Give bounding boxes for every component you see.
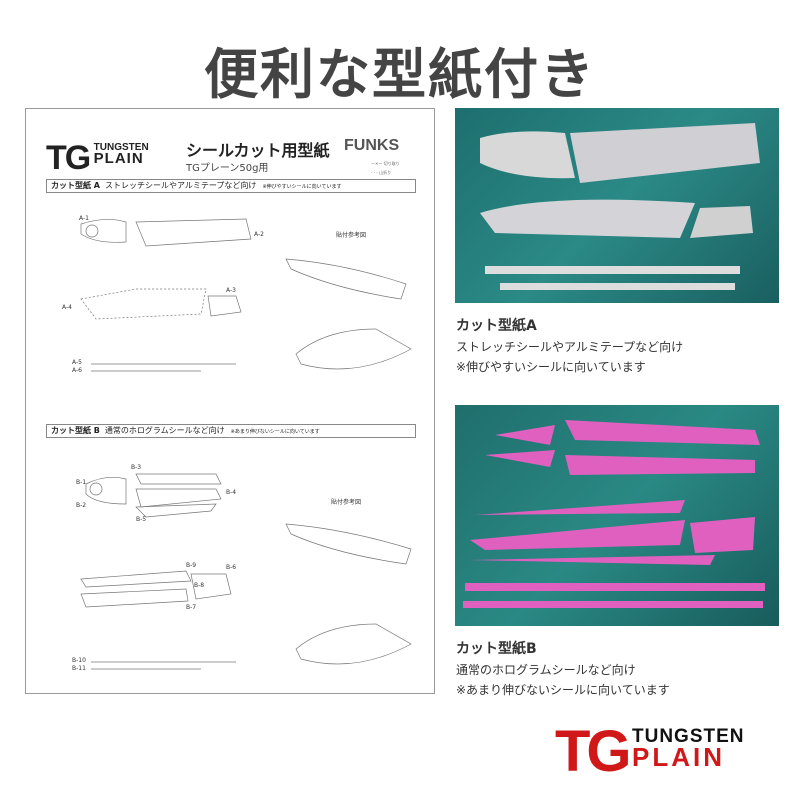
section-a-header: カット型紙 A ストレッチシールやアルミテープなど向け ※伸びやすいシールに向いてい…	[46, 179, 416, 193]
part-b4: B-4	[226, 489, 236, 496]
logo-line2: PLAIN	[93, 150, 144, 167]
footer-logo-line2: PLAIN	[632, 742, 725, 772]
page-title: 便利な型紙付き	[204, 43, 596, 106]
section-b-label: カット型紙 B	[51, 426, 100, 435]
part-b2: B-2	[76, 502, 86, 509]
section-b-note: ※あまり伸びないシールに向いています	[230, 429, 320, 435]
holographic-stickers-a	[480, 123, 760, 290]
part-b7: B-7	[186, 604, 196, 611]
caption-b-line2: ※あまり伸びないシールに向いています	[456, 683, 670, 697]
line-legend: —✕— 切り取り - - - 山折り	[371, 161, 400, 175]
footer-logo-tg: TG	[555, 719, 632, 784]
part-b11: B-11	[72, 665, 86, 672]
template-b-drawing: B-1 B-2 B-3 B-4 B-5 B-6 B-7 B-8 B-9 B-10…	[72, 464, 412, 672]
caption-b-line1: 通常のホログラムシールなど向け	[456, 663, 636, 677]
section-a-note: ※伸びやすいシールに向いています	[262, 184, 342, 190]
legend-fold: 山折り	[379, 170, 392, 175]
legend-cut: 切り取り	[383, 161, 400, 166]
section-b-header: カット型紙 B 通常のホログラムシールなど向け ※あまり伸びないシールに向いています	[46, 424, 416, 438]
ref-b: 貼付参考図	[331, 498, 361, 506]
part-b5: B-5	[136, 516, 146, 523]
holographic-stickers-b	[463, 420, 765, 608]
footer-logo-line1: TUNGSTEN	[632, 726, 745, 747]
funks-logo: FUNKS	[344, 137, 400, 154]
section-a-label: カット型紙 A	[51, 181, 100, 190]
photo-cut-sheet-b	[455, 405, 779, 626]
photo-cut-sheet-a	[455, 108, 779, 303]
part-a6: A-6	[72, 367, 82, 374]
sheet-title: シールカット用型紙	[186, 141, 330, 160]
section-b-desc: 通常のホログラムシールなど向け	[104, 426, 225, 435]
part-a4: A-4	[62, 304, 72, 311]
part-a2: A-2	[254, 231, 264, 238]
part-b10: B-10	[72, 657, 86, 664]
part-b1: B-1	[76, 479, 86, 486]
part-b3: B-3	[131, 464, 141, 471]
logo-line1: TUNGSTEN	[93, 142, 149, 153]
caption-a-line1: ストレッチシールやアルミテープなど向け	[456, 340, 684, 354]
ref-a: 貼付参考図	[336, 231, 366, 239]
part-a3: A-3	[226, 287, 236, 294]
template-a-drawing: A-1 A-2 A-3 A-4 A-5 A-6 貼付参考図	[62, 215, 412, 374]
logo-tg: TG	[46, 139, 91, 177]
section-a-desc: ストレッチシールやアルミテープなど向け	[104, 181, 257, 190]
part-b6: B-6	[226, 564, 236, 571]
caption-a-heading: カット型紙A	[456, 318, 537, 334]
part-a5: A-5	[72, 359, 82, 366]
caption-b-heading: カット型紙B	[456, 641, 537, 657]
part-a1: A-1	[79, 215, 89, 222]
caption-a-line2: ※伸びやすいシールに向いています	[456, 360, 646, 374]
sheet-subtitle: TGプレーン50g用	[186, 163, 269, 174]
part-b9: B-9	[186, 562, 196, 569]
part-b8: B-8	[194, 582, 204, 589]
